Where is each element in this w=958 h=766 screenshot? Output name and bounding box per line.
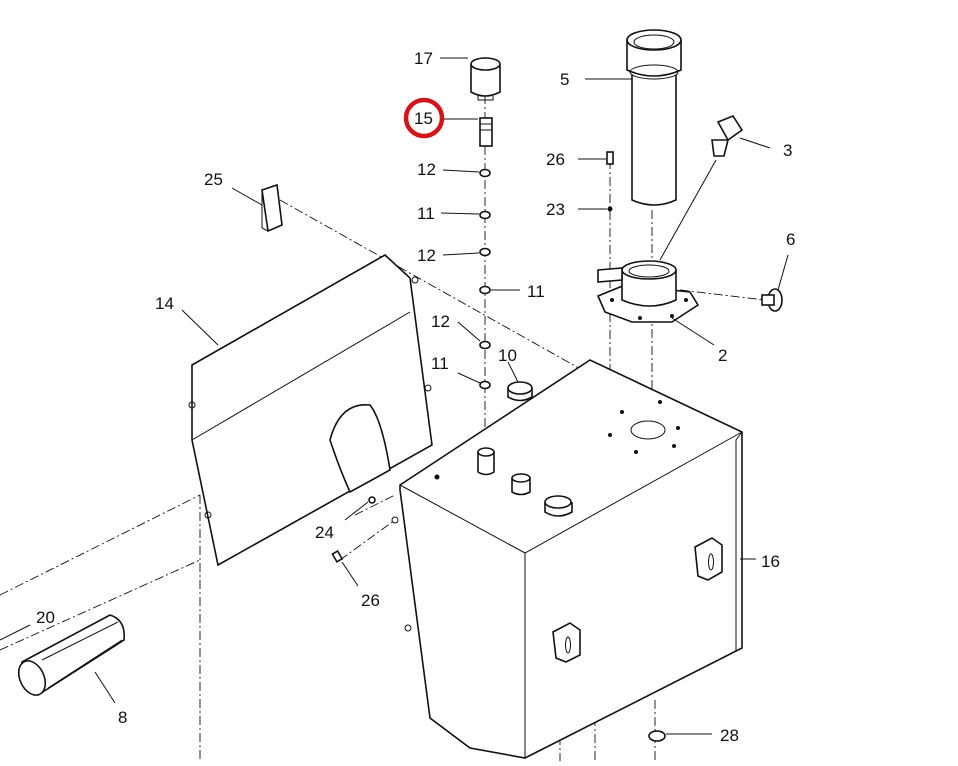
- part-24-26-bolts: [331, 496, 376, 563]
- washer-stack: [479, 168, 491, 390]
- callout-16: 16: [761, 552, 780, 571]
- callout-8: 8: [118, 708, 128, 727]
- part-2-flange: [596, 260, 700, 323]
- part-5-filler-tube: [626, 29, 682, 206]
- callout-10: 10: [498, 346, 517, 365]
- part-25-bracket: [261, 183, 283, 233]
- callout-6: 6: [786, 230, 796, 249]
- callout-20: 20: [36, 608, 55, 627]
- callout-5: 5: [560, 70, 570, 89]
- leader-lines: [0, 57, 789, 735]
- callout-15: 15: [414, 109, 433, 128]
- part-15-fitting: [479, 117, 493, 147]
- callout-12-b: 12: [417, 246, 436, 265]
- part-26-bolt-top: [606, 151, 614, 212]
- callout-2: 2: [718, 346, 728, 365]
- part-10-cap: [507, 381, 533, 402]
- callout-12-a: 12: [417, 160, 436, 179]
- callout-11-c: 11: [431, 354, 449, 373]
- callout-3: 3: [783, 141, 793, 160]
- part-14-cover-plate: [188, 254, 433, 567]
- part-28-oring: [648, 730, 666, 742]
- part-3-sensor: [659, 115, 744, 261]
- callout-17: 17: [414, 49, 433, 68]
- callout-24: 24: [315, 523, 334, 542]
- callout-11-a: 11: [417, 204, 435, 223]
- part-8-strainer: [17, 614, 126, 696]
- part-17-cap: [470, 57, 501, 101]
- callout-23: 23: [546, 200, 565, 219]
- part-16-tank: [391, 359, 743, 759]
- part-6-plug: [761, 288, 783, 312]
- callout-12-c: 12: [431, 312, 450, 331]
- callout-14: 14: [155, 294, 174, 313]
- callout-25: 25: [204, 170, 223, 189]
- callout-26-top: 26: [546, 150, 565, 169]
- callout-28: 28: [720, 726, 739, 745]
- callout-26-bottom: 26: [361, 591, 380, 610]
- callout-15-highlight-ring: [403, 97, 445, 139]
- callout-11-b: 11: [527, 282, 545, 301]
